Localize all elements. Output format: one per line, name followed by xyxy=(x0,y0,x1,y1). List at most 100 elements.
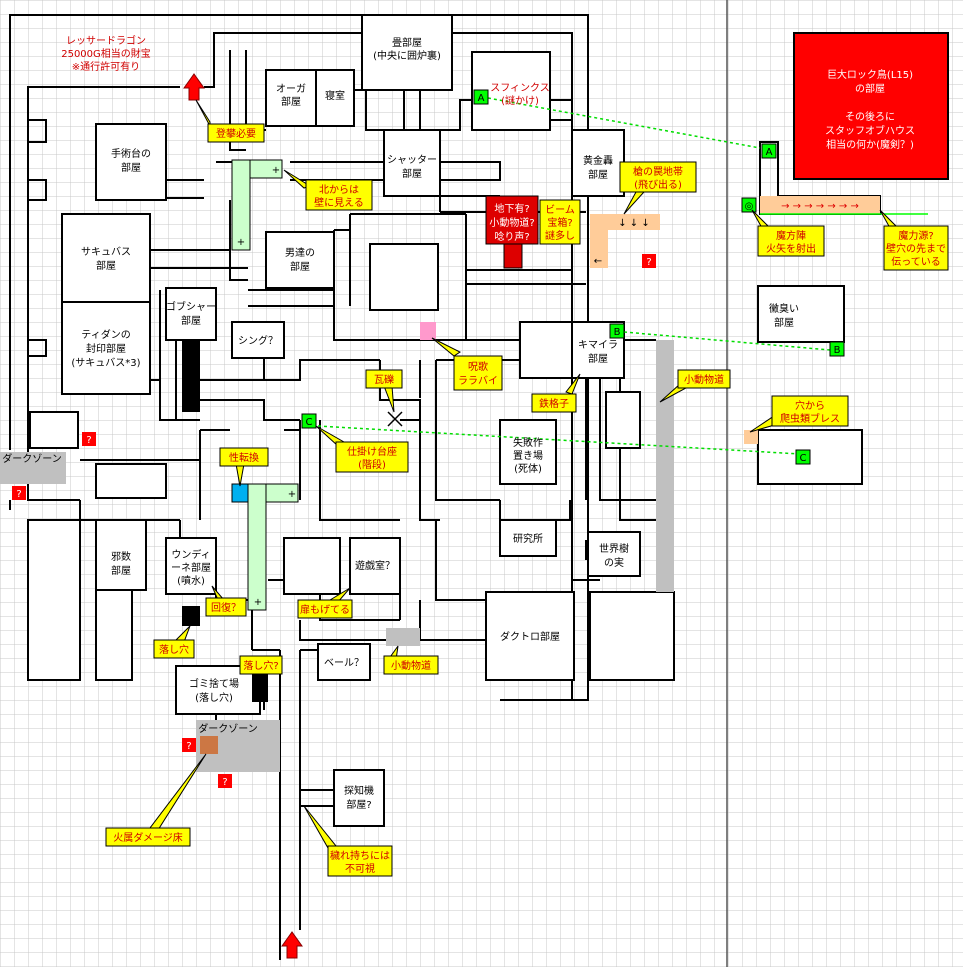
callout-fire-text: 火属ダメージ床 xyxy=(113,831,183,844)
treasure-line-0: レッサードラゴン xyxy=(66,34,146,47)
callout-mana-text-2: 伝っている xyxy=(891,256,941,268)
teleport-b2-label: B xyxy=(834,345,841,356)
callout-path2 xyxy=(383,655,439,675)
callout-beam-text-2: 謎多し xyxy=(545,229,575,242)
detector-room xyxy=(333,769,385,827)
callout-pit2-text: 落し穴? xyxy=(243,659,278,672)
chimera-line-1: 部屋 xyxy=(588,352,608,365)
left-mid-room xyxy=(95,463,167,499)
ogre-line-1: 部屋 xyxy=(281,95,301,108)
underground-text-1: 小動物道? xyxy=(489,216,534,229)
evil-line-1: 部屋 xyxy=(111,564,131,577)
dark-zone-1-label: ダークゾーン xyxy=(2,452,62,465)
undine-room xyxy=(165,537,217,595)
callout-pointer-grate xyxy=(565,373,581,395)
unknown-4-label: ? xyxy=(186,741,191,752)
tidan-line-1: 封印部屋 xyxy=(86,342,126,355)
magic-glyph-label: ◎ xyxy=(745,201,754,212)
callout-pit1-text: 落し穴 xyxy=(159,643,189,656)
underground-room xyxy=(485,195,539,245)
unknown-1-icon xyxy=(642,254,656,268)
goblin-room xyxy=(165,287,217,341)
callout-climb-text: 登攀必要 xyxy=(216,127,256,140)
failed-line-0: 失敗作 xyxy=(513,436,543,449)
callout-grate-text: 鉄格子 xyxy=(539,397,569,410)
teleport-b-icon xyxy=(609,323,625,339)
undine-line-2: (噴水) xyxy=(177,575,205,587)
goblin-line-0: ゴブシャー xyxy=(166,300,216,313)
link-a xyxy=(487,97,761,149)
unknown-5-icon xyxy=(218,774,232,788)
tatami-room xyxy=(361,14,453,91)
teleport-a2-icon xyxy=(761,143,777,159)
callout-recover xyxy=(205,597,247,617)
pit-2 xyxy=(252,672,268,702)
surgery-line-0: 手術台の xyxy=(111,147,151,160)
fire-arrows-label: → → → → → → → xyxy=(781,201,859,212)
callout-invisible xyxy=(327,845,393,877)
callout-pit2 xyxy=(239,655,283,675)
bedroom xyxy=(315,69,355,127)
shutter-room xyxy=(383,129,441,197)
dark-zone-left xyxy=(0,452,66,484)
dactro-room xyxy=(485,591,575,681)
teleport-a-icon xyxy=(473,89,489,105)
callout-door xyxy=(297,599,353,619)
callout-song-text-1: ララバイ xyxy=(458,375,498,387)
bell-label: ベール？ xyxy=(324,657,364,669)
callout-pedestal xyxy=(335,441,409,473)
sphinx-line-0: スフィンクス xyxy=(490,82,550,94)
central-block xyxy=(369,243,439,311)
succubus-line-1: 部屋 xyxy=(96,259,116,272)
callout-beam-text-0: ビーム xyxy=(545,204,575,216)
failed-room xyxy=(499,419,557,485)
slope-plus-2: + xyxy=(237,237,245,248)
sing-room xyxy=(231,321,285,359)
small-path-right xyxy=(656,340,674,592)
left-small-room xyxy=(29,411,79,449)
evil-line-0: 邪数 xyxy=(111,550,131,563)
callout-glyph-text-1: 火矢を射出 xyxy=(766,242,816,255)
fire-floor-tile xyxy=(200,736,218,754)
callout-pointer-song xyxy=(431,337,461,357)
sex-change-tile xyxy=(231,483,249,503)
callout-breath-text-1: 爬虫類ブレス xyxy=(780,412,840,425)
yggdrasil-room xyxy=(587,531,641,577)
succubus-line-0: サキュバス xyxy=(81,246,131,258)
pit-1 xyxy=(182,606,200,626)
callout-sexchange xyxy=(219,447,269,467)
up-arrow-icon xyxy=(183,73,205,101)
callout-door-text: 扉もげてる xyxy=(300,603,350,616)
rock-line-5: 相当の何か(魔剣？) xyxy=(826,138,914,151)
callout-mana xyxy=(883,225,949,271)
gold-room xyxy=(571,129,625,197)
callout-fire xyxy=(105,827,191,847)
callout-sexchange-text: 性転換 xyxy=(229,451,259,464)
detector-line-1: 部屋? xyxy=(346,798,371,811)
ogre-room xyxy=(265,69,317,127)
teleport-a-label: A xyxy=(478,93,485,104)
tidan-line-2: (サキュバス*3) xyxy=(71,357,140,369)
slope-plus-4: + xyxy=(254,597,262,608)
breath-hole xyxy=(744,430,758,444)
rock-bird-room xyxy=(793,32,949,180)
tidan-line-0: ティダンの xyxy=(81,328,130,341)
lower-left-room xyxy=(95,589,133,681)
men-line-1: 部屋 xyxy=(290,260,310,273)
slope-plus-3: + xyxy=(288,489,296,500)
unknown-3-label: ? xyxy=(16,489,21,500)
goblin-line-1: 部屋 xyxy=(181,314,201,327)
callout-pedestal-text-0: 仕掛け台座 xyxy=(347,445,397,458)
treasure-line-2: ※通行許可有り xyxy=(72,60,140,73)
callout-path2-text: 小動物道 xyxy=(391,659,431,672)
stink-line-0: 黴臭い xyxy=(769,302,799,315)
teleport-b-label: B xyxy=(614,327,621,338)
callout-beam xyxy=(539,199,581,245)
callout-invisible-text-1: 不可視 xyxy=(345,862,375,875)
callout-recover-text: 回復？ xyxy=(211,601,241,614)
chimera-anteroom xyxy=(519,321,573,379)
undine-line-1: ーネ部屋 xyxy=(171,561,211,574)
underground-text-2: 唸り声? xyxy=(494,230,529,243)
slope-plus-1: + xyxy=(272,165,280,176)
lab-room xyxy=(499,519,557,557)
